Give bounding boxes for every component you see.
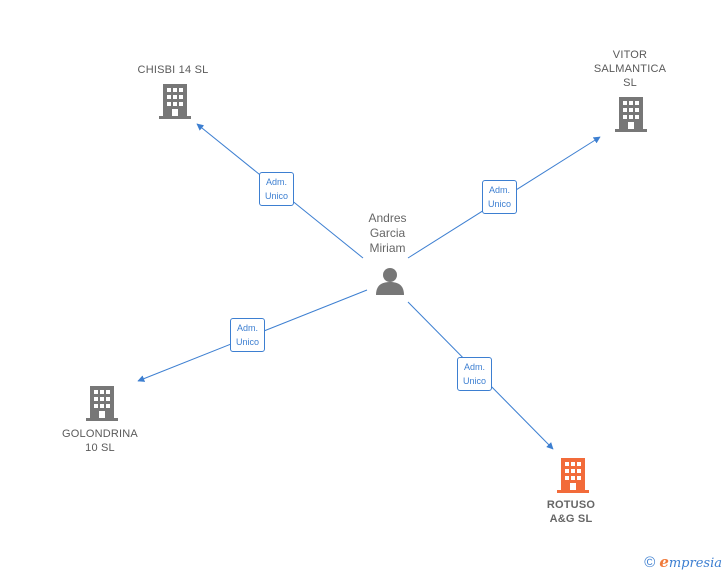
building-icon[interactable] bbox=[159, 84, 191, 120]
edge-label-vitor[interactable]: Adm. Unico bbox=[482, 180, 518, 214]
company-label-vitor: VITOR SALMANTICA SL bbox=[593, 49, 667, 89]
building-icon[interactable] bbox=[86, 386, 118, 422]
copyright-icon: © bbox=[644, 553, 656, 571]
brand-initial: e bbox=[659, 553, 669, 571]
brand-name: mpresia bbox=[668, 556, 722, 571]
edge-label-chisbi[interactable]: Adm. Unico bbox=[259, 172, 295, 206]
company-label-golondrina: GOLONDRINA 10 SL bbox=[62, 428, 138, 454]
person-icon[interactable] bbox=[375, 266, 405, 296]
building-icon[interactable] bbox=[557, 458, 589, 494]
company-label-rotuso: ROTUSO A&G SL bbox=[546, 499, 596, 525]
edge-label-golondrina[interactable]: Adm. Unico bbox=[230, 318, 266, 352]
building-icon[interactable] bbox=[615, 97, 647, 133]
edge-label-rotuso[interactable]: Adm. Unico bbox=[457, 357, 493, 391]
person-label: Andres Garcia Miriam bbox=[368, 211, 407, 255]
company-label-chisbi: CHISBI 14 SL bbox=[137, 64, 209, 76]
brand-logo[interactable]: empresia bbox=[659, 553, 722, 571]
brand-footer: © empresia bbox=[644, 553, 722, 571]
